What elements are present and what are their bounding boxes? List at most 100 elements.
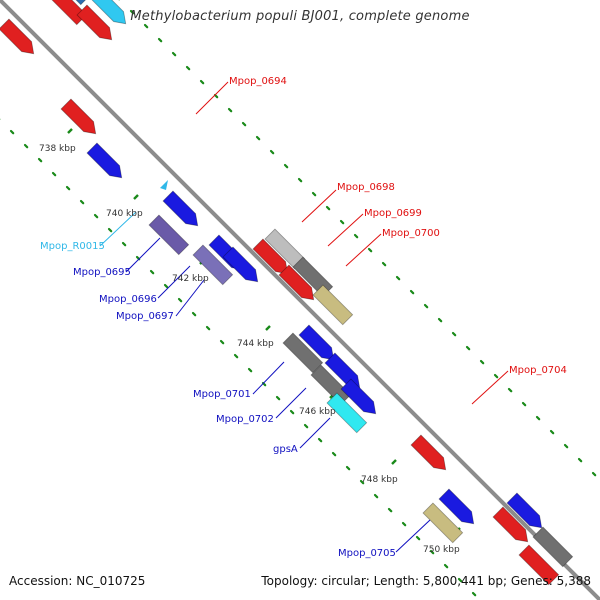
- kbp-label: 738 kbp: [39, 144, 76, 154]
- gene-label-gpsa[interactable]: gpsA: [273, 444, 298, 455]
- gene-mpop-0705[interactable]: [422, 502, 464, 544]
- track-tick: [325, 205, 331, 211]
- gene-red[interactable]: [278, 264, 319, 305]
- gene-arrow[interactable]: [278, 264, 319, 305]
- gene-arrow[interactable]: [0, 18, 39, 59]
- gene-blue[interactable]: [340, 378, 381, 419]
- gene-label-mpop-r0015[interactable]: Mpop_R0015: [40, 241, 105, 252]
- gene-mpop-0697[interactable]: [222, 246, 263, 287]
- gene-label-mpop-0699[interactable]: Mpop_0699: [364, 208, 422, 219]
- track-tick: [23, 143, 29, 149]
- gene-mpop-0700[interactable]: [312, 284, 354, 326]
- track-tick: [149, 269, 155, 275]
- gene-label-mpop-0698[interactable]: Mpop_0698: [337, 182, 395, 193]
- gene-label-mpop-0700[interactable]: Mpop_0700: [382, 228, 440, 239]
- kbp-tick: [67, 128, 73, 134]
- gene-arrow[interactable]: [60, 98, 101, 139]
- gene-blue[interactable]: [162, 190, 203, 231]
- track-tick: [549, 429, 555, 435]
- track-tick: [143, 23, 149, 29]
- gene-block[interactable]: [46, 0, 88, 26]
- gene-cyan[interactable]: [90, 0, 131, 29]
- gene-mpop-0701[interactable]: [282, 332, 324, 374]
- gene-label-mpop-0705[interactable]: Mpop_0705: [338, 548, 396, 559]
- gene-gray[interactable]: [532, 526, 574, 568]
- gene-red[interactable]: [0, 18, 39, 59]
- gene-arrow[interactable]: [162, 190, 203, 231]
- gene-label-mpop-0695[interactable]: Mpop_0695: [73, 267, 131, 278]
- gene-label-mpop-0704[interactable]: Mpop_0704: [509, 365, 567, 376]
- kbp-label: 746 kbp: [299, 407, 336, 417]
- track-tick: [219, 339, 225, 345]
- gene-label-mpop-0702[interactable]: Mpop_0702: [216, 414, 274, 425]
- gene-blue[interactable]: [298, 324, 339, 365]
- gene-arrow[interactable]: [298, 324, 339, 365]
- gene-blue[interactable]: [86, 142, 127, 183]
- gene-block[interactable]: [532, 526, 574, 568]
- gene-blue[interactable]: [438, 488, 479, 529]
- gene-red[interactable]: [518, 544, 560, 586]
- gene-block[interactable]: [282, 332, 324, 374]
- gene-block[interactable]: [310, 364, 352, 406]
- gene-arrow[interactable]: [90, 0, 131, 29]
- track-tick: [269, 149, 275, 155]
- gene-mpop-0702[interactable]: [310, 364, 352, 406]
- kbp-label: 740 kbp: [106, 209, 143, 219]
- gene-mpop-0695[interactable]: [148, 214, 190, 256]
- kbp-tick: [265, 325, 271, 331]
- map-footer: Accession: NC_010725 Topology: circular;…: [0, 572, 600, 594]
- gene-blue[interactable]: [506, 492, 547, 533]
- track-tick: [199, 79, 205, 85]
- gene-red[interactable]: [46, 0, 88, 26]
- gene-label-mpop-0701[interactable]: Mpop_0701: [193, 389, 251, 400]
- gene-red[interactable]: [492, 506, 533, 547]
- gene-arrow[interactable]: [76, 4, 117, 45]
- track-tick: [387, 507, 393, 513]
- gene-mpop-0704[interactable]: [410, 434, 451, 475]
- track-tick: [359, 479, 365, 485]
- accession-text: Accession: NC_010725: [9, 574, 146, 588]
- track-tick: [345, 465, 351, 471]
- track-tick: [317, 437, 323, 443]
- track-tick: [423, 303, 429, 309]
- gene-label-mpop-0697[interactable]: Mpop_0697: [116, 311, 174, 322]
- track-tick: [563, 443, 569, 449]
- gene-arrow[interactable]: [86, 142, 127, 183]
- gene-mpop-0694[interactable]: [60, 98, 101, 139]
- gene-block[interactable]: [518, 544, 560, 586]
- gene-block[interactable]: [422, 502, 464, 544]
- track-tick: [401, 521, 407, 527]
- track-tick: [535, 415, 541, 421]
- gene-arrow[interactable]: [410, 434, 451, 475]
- track-tick: [241, 121, 247, 127]
- track-tick: [213, 93, 219, 99]
- gene-arrow[interactable]: [222, 246, 263, 287]
- track-tick: [157, 37, 163, 43]
- kbp-tick-labels: 738 kbp 740 kbp 742 kbp 744 kbp 746 kbp …: [39, 144, 460, 555]
- gene-arrow[interactable]: [340, 378, 381, 419]
- track-tick: [395, 275, 401, 281]
- track-tick: [205, 325, 211, 331]
- gene-gpsa[interactable]: [326, 392, 368, 434]
- gene-block[interactable]: [312, 284, 354, 326]
- gene-label-mpop-0694[interactable]: Mpop_0694: [229, 76, 287, 87]
- track-tick: [457, 577, 463, 583]
- track-tick: [227, 107, 233, 113]
- track-tick: [51, 171, 57, 177]
- gene-features: [0, 0, 574, 586]
- gene-arrow[interactable]: [506, 492, 547, 533]
- callout-line: [157, 265, 191, 299]
- gene-block[interactable]: [192, 244, 234, 286]
- gene-red[interactable]: [76, 4, 117, 45]
- track-tick: [121, 241, 127, 247]
- gene-block[interactable]: [148, 214, 190, 256]
- gene-label-mpop-0696[interactable]: Mpop_0696: [99, 294, 157, 305]
- gene-callouts: [99, 81, 509, 553]
- gene-arrow[interactable]: [492, 506, 533, 547]
- kbp-tick-marks: [67, 128, 461, 533]
- track-tick: [289, 409, 295, 415]
- track-tick: [129, 9, 135, 15]
- gene-arrow[interactable]: [438, 488, 479, 529]
- gene-mpop-0696[interactable]: [192, 244, 234, 286]
- gene-block[interactable]: [326, 392, 368, 434]
